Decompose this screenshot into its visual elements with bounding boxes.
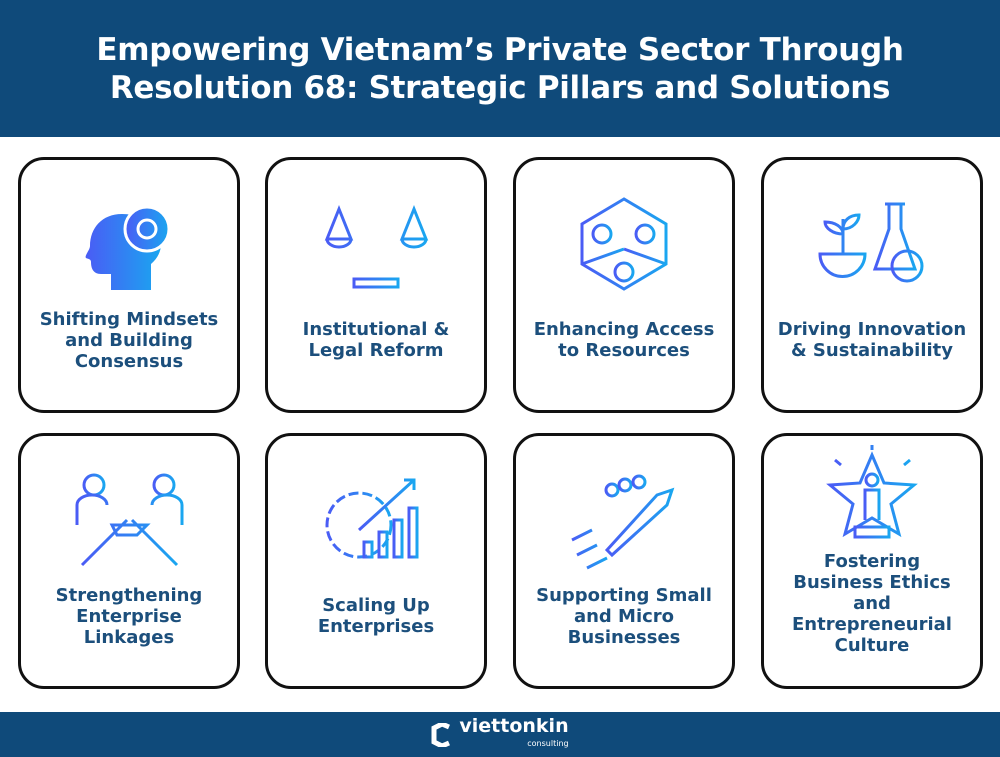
pillar-card: Shifting Mindsets and Building Consensus — [18, 157, 240, 413]
plant-flask-icon — [764, 160, 980, 300]
handshake-icon — [21, 436, 237, 576]
pillar-card: Supporting Small and Micro Businesses — [513, 433, 735, 689]
pillar-card: Institutional & Legal Reform — [265, 157, 487, 413]
pillar-label: Enhancing Access to Resources — [533, 319, 715, 361]
pillar-label: Strengthening Enterprise Linkages — [55, 584, 203, 648]
pillar-label: Supporting Small and Micro Businesses — [536, 584, 712, 648]
gear-growth-chart-icon — [268, 436, 484, 576]
page-title: Empowering Vietnam’s Private Sector Thro… — [96, 31, 904, 106]
header-banner: Empowering Vietnam’s Private Sector Thro… — [0, 0, 1000, 137]
pillar-label: Institutional & Legal Reform — [302, 319, 450, 361]
brand-sub: consulting — [527, 738, 569, 748]
pillar-card: Driving Innovation & Sustainability — [761, 157, 983, 413]
pillar-label: Fostering Business Ethics and Entreprene… — [792, 551, 952, 656]
viettonkin-logo-icon — [431, 722, 451, 747]
pillar-card: Enhancing Access to Resources — [513, 157, 735, 413]
pillar-card: Fostering Business Ethics and Entreprene… — [761, 433, 983, 689]
pillar-card: Strengthening Enterprise Linkages — [18, 433, 240, 689]
rocket-team-icon — [516, 436, 732, 576]
pillar-card: Scaling Up Enterprises — [265, 433, 487, 689]
pillar-label: Scaling Up Enterprises — [317, 595, 435, 637]
brand-name: viettonkin — [459, 714, 569, 737]
pillar-label: Shifting Mindsets and Building Consensus — [39, 308, 219, 372]
head-gear-icon — [21, 160, 237, 300]
pillar-label: Driving Innovation & Sustainability — [777, 319, 967, 361]
puzzle-resources-icon — [516, 160, 732, 300]
scales-icon — [268, 160, 484, 300]
star-person-icon — [764, 436, 980, 551]
